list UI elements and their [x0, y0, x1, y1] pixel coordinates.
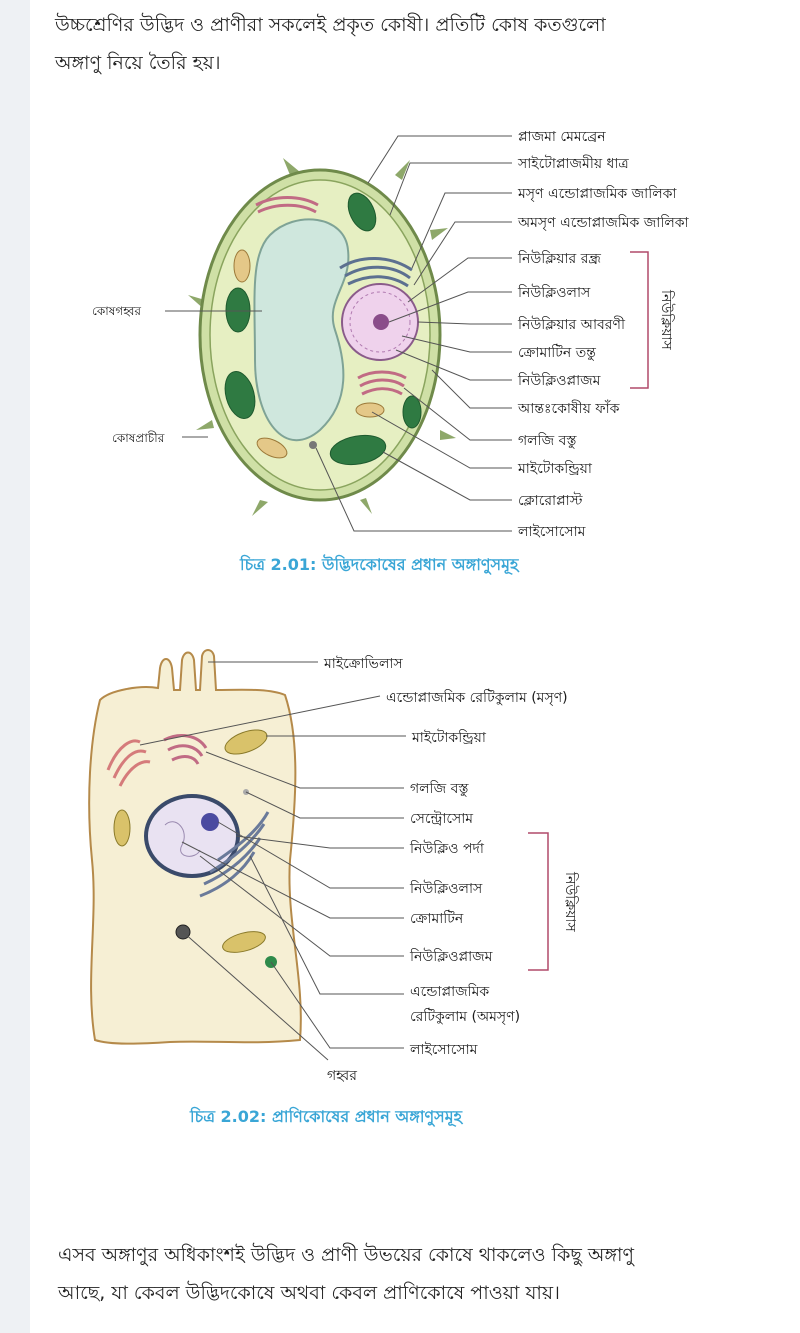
animal-leader-lines: [139, 661, 406, 1061]
animal-mitochondria: [113, 729, 268, 953]
animal-label-mitochondria: মাইটোকন্ড্রিয়া: [411, 729, 487, 746]
animal-label-smooth-er: এন্ডোপ্লাজমিক রেটিকুলাম (মসৃণ): [386, 689, 568, 706]
plant-label-golgi: গলজি বস্তু: [518, 432, 577, 449]
plant-label-chloroplast: ক্লোরোপ্লাস্ট: [518, 492, 583, 509]
plant-lysosome: [309, 441, 317, 449]
animal-er-left: [106, 739, 151, 787]
animal-label-microvillus: মাইক্রোভিলাস: [323, 655, 403, 672]
plant-golgi-top: [255, 196, 319, 214]
plant-label-mitochondria: মাইটোকন্ড্রিয়া: [517, 460, 593, 477]
figure1-caption: চিত্র 2.01: উদ্ভিদকোষের প্রধান অঙ্গাণুসম…: [239, 554, 520, 576]
plant-chloroplasts: [224, 192, 422, 466]
plant-label-nuclear-envelope: নিউক্লিয়ার আবরণী: [517, 316, 626, 333]
plant-label-nuclear-pore: নিউক্লিয়ার রন্ধ্র: [517, 250, 601, 267]
plant-nucleolus: [373, 314, 389, 330]
plant-leader-lines: [165, 135, 512, 532]
animal-label-nucleus-group: নিউক্লিয়াস: [562, 871, 579, 933]
figure2-caption: চিত্র 2.02: প্রাণিকোষের প্রধান অঙ্গাণুসম…: [189, 1106, 464, 1128]
plant-cell-figure: প্লাজমা মেমব্রেন সাইটোপ্লাজমীয় ধাত্র মস…: [92, 129, 690, 576]
plant-label-cell-wall: কোষপ্রাচীর: [112, 431, 165, 445]
plant-chromatin: [349, 291, 411, 353]
animal-label-nucleolus: নিউক্লিওলাস: [409, 880, 483, 897]
plant-er: [339, 257, 413, 288]
plant-label-chromatin: ক্রোমাটিন তন্তু: [518, 344, 596, 361]
plant-label-smooth-er: মসৃণ এন্ডোপ্লাজমিক জালিকা: [517, 185, 677, 202]
plant-label-lysosome: লাইসোসোম: [517, 523, 586, 540]
plant-label-cytoplasmic-matrix: সাইটোপ্লাজমীয় ধাত্র: [517, 155, 629, 172]
animal-chromatin: [164, 821, 201, 857]
plant-label-intercellular-space: আন্তঃকোষীয় ফাঁক: [517, 400, 620, 417]
plant-label-plasma-membrane: প্লাজমা মেমব্রেন: [518, 129, 606, 145]
content-panel: [30, 0, 800, 1333]
plant-mitochondria: [233, 249, 385, 459]
plant-nucleus-bracket: [630, 251, 649, 389]
plant-vacuole: [253, 218, 350, 442]
plant-label-rough-er: অমসৃণ এন্ডোপ্লাজমিক জালিকা: [517, 214, 690, 231]
animal-label-centrosome: সেন্ট্রোসোম: [410, 810, 473, 827]
animal-label-er: এন্ডোপ্লাজমিক: [410, 983, 489, 1000]
animal-label-nucleoplasm: নিউক্লিওপ্লাজম: [409, 948, 493, 965]
plant-label-vacuole: কোষগহ্বর: [92, 304, 141, 318]
intro-paragraph: উচ্চশ্রেণির উদ্ভিদ ও প্রাণীরা সকলেই প্রক…: [55, 14, 606, 74]
plant-label-nucleus-group: নিউক্লিয়াস: [658, 289, 675, 351]
animal-label-vacuole: গহ্বর: [327, 1068, 357, 1084]
plant-label-nucleoplasm: নিউক্লিওপ্লাজম: [517, 372, 601, 389]
animal-label-nuclear-membrane: নিউক্লিও পর্দা: [409, 840, 485, 857]
animal-label-chromatin: ক্রোমাটিন: [410, 910, 464, 927]
outro-paragraph: এসব অঙ্গাণুর অধিকাংশই উদ্ভিদ ও প্রাণী উভ…: [58, 1244, 634, 1304]
animal-nucleus-bracket: [528, 832, 549, 971]
animal-label-rough-er: রেটিকুলাম (অমসৃণ): [410, 1008, 520, 1025]
animal-label-golgi: গলজি বস্তু: [410, 780, 469, 797]
animal-cell-figure: মাইক্রোভিলাস এন্ডোপ্লাজমিক রেটিকুলাম (মস…: [88, 649, 579, 1128]
cell-wall-spikes: [188, 158, 456, 516]
plant-label-nucleolus: নিউক্লিওলাস: [517, 284, 591, 301]
animal-golgi: [163, 734, 208, 765]
animal-label-lysosome: লাইসোসোম: [409, 1041, 478, 1058]
animal-nucleolus: [201, 813, 219, 831]
plant-golgi: [357, 370, 407, 396]
